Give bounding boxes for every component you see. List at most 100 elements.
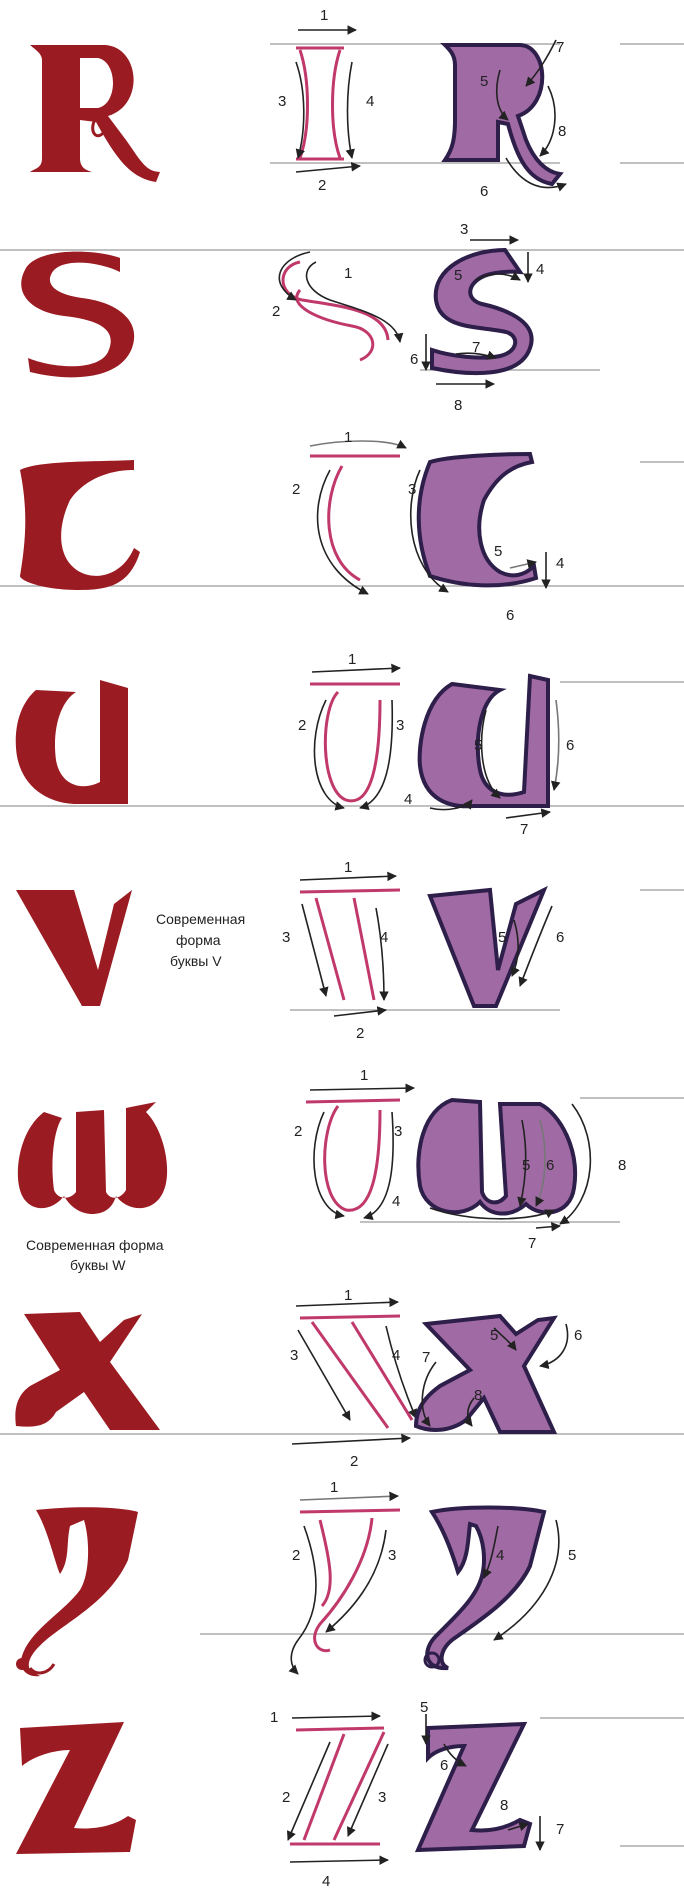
letter-z-glyph (16, 1722, 136, 1854)
stroke-label: 3 (408, 481, 416, 498)
stroke-label: 2 (282, 1789, 290, 1806)
stroke-label: 4 (404, 791, 412, 808)
letter-u-glyph (16, 680, 128, 804)
stroke-arrow (318, 470, 368, 594)
caption-w-line: Современная форма (26, 1237, 164, 1253)
stroke-label: 3 (394, 1123, 402, 1140)
letter-x-glyph (15, 1312, 160, 1430)
v-outline-left (316, 898, 344, 1000)
stroke-label: 8 (618, 1157, 626, 1174)
stroke-arrow (334, 1010, 386, 1016)
w-outline-bowl (325, 1106, 380, 1210)
stroke-label: 4 (392, 1347, 400, 1364)
row-y: 1 2 3 4 5 (16, 1479, 684, 1676)
stroke-label: 4 (496, 1547, 504, 1564)
y-outline-bar (300, 1510, 400, 1512)
stroke-label: 5 (420, 1699, 428, 1716)
w-outline-bar (306, 1100, 400, 1102)
stroke-label: 2 (318, 177, 326, 194)
stroke-label: 1 (360, 1067, 368, 1084)
stroke-label: 7 (422, 1349, 430, 1366)
v-outline-bar (300, 890, 400, 892)
stroke-arrow (296, 166, 360, 172)
stroke-arrow (376, 908, 384, 1000)
stroke-arrow (298, 1330, 350, 1420)
stroke-label: 4 (536, 261, 544, 278)
caption-v-line: буквы V (170, 953, 222, 969)
stroke-label: 8 (500, 1797, 508, 1814)
stroke-label: 1 (344, 429, 352, 446)
z-outline-diag-b (334, 1732, 384, 1840)
stroke-arrow (348, 62, 353, 158)
row-u: 1 2 3 4 5 6 7 (0, 651, 684, 838)
stroke-arrow (554, 700, 559, 790)
stroke-label: 7 (556, 1821, 564, 1838)
letter-y-glyph (21, 1507, 138, 1676)
stroke-arrow (292, 1438, 410, 1444)
stroke-label: 8 (474, 1387, 482, 1404)
stroke-label: 5 (480, 73, 488, 90)
caption-w-line: буквы W (70, 1257, 126, 1273)
stroke-arrow (506, 812, 550, 818)
caption-v-line: Современная (156, 911, 245, 927)
stroke-label: 2 (294, 1123, 302, 1140)
stroke-label: 4 (366, 93, 374, 110)
stroke-arrow (300, 1496, 398, 1500)
stroke-arrow (290, 1860, 388, 1862)
stroke-label: 1 (344, 265, 352, 282)
stroke-label: 6 (546, 1157, 554, 1174)
stroke-label: 5 (454, 267, 462, 284)
stroke-label: 4 (392, 1193, 400, 1210)
stroke-label: 2 (292, 481, 300, 498)
stroke-label: 6 (480, 183, 488, 200)
letter-y-swash (30, 1664, 54, 1673)
v-filled-glyph (430, 890, 544, 1006)
stroke-label: 2 (272, 303, 280, 320)
z-outline-top (296, 1728, 384, 1730)
stroke-label: 5 (498, 929, 506, 946)
stroke-label: 6 (566, 737, 574, 754)
stroke-label: 5 (494, 543, 502, 560)
caption-v-line: форма (176, 932, 221, 948)
stroke-arrow (300, 876, 396, 880)
stroke-label: 3 (290, 1347, 298, 1364)
v-outline-right (354, 898, 374, 1000)
stroke-label: 7 (528, 1235, 536, 1252)
stroke-label: 1 (330, 1479, 338, 1496)
stroke-label: 6 (556, 929, 564, 946)
stroke-label: 2 (356, 1025, 364, 1042)
stroke-label: 3 (460, 221, 468, 238)
stroke-label: 5 (522, 1157, 530, 1174)
t-outline-bowl (329, 466, 360, 580)
stroke-arrow (310, 1088, 414, 1090)
z-filled-glyph (418, 1724, 530, 1850)
stroke-label: 6 (440, 1757, 448, 1774)
stroke-label: 3 (388, 1547, 396, 1564)
stroke-label: 7 (472, 339, 480, 356)
letter-w-glyph (18, 1102, 167, 1214)
stroke-label: 8 (558, 123, 566, 140)
stroke-arrow (326, 1530, 386, 1632)
stroke-label: 2 (298, 717, 306, 734)
stroke-label: 8 (454, 397, 462, 414)
u-filled-glyph (420, 676, 548, 806)
letter-s-glyph (21, 252, 134, 378)
letter-t-glyph (20, 460, 140, 590)
stroke-label: 4 (322, 1873, 330, 1890)
stroke-label: 7 (556, 39, 564, 56)
stroke-label: 3 (378, 1789, 386, 1806)
stroke-arrow (310, 441, 406, 448)
x-outline-right (352, 1322, 412, 1420)
stroke-label: 4 (380, 929, 388, 946)
u-outline-bowl (325, 692, 380, 801)
row-s: 1 2 3 4 5 6 7 8 (0, 221, 684, 414)
stroke-label: 1 (344, 859, 352, 876)
y-outline-left (320, 1520, 330, 1606)
stroke-label: 6 (410, 351, 418, 368)
x-filled-glyph (416, 1316, 554, 1432)
row-r: 1 2 3 4 5 6 7 8 (30, 7, 684, 200)
y-filled-glyph (427, 1508, 544, 1669)
stroke-label: 3 (396, 717, 404, 734)
r-outline-stem (300, 50, 340, 158)
